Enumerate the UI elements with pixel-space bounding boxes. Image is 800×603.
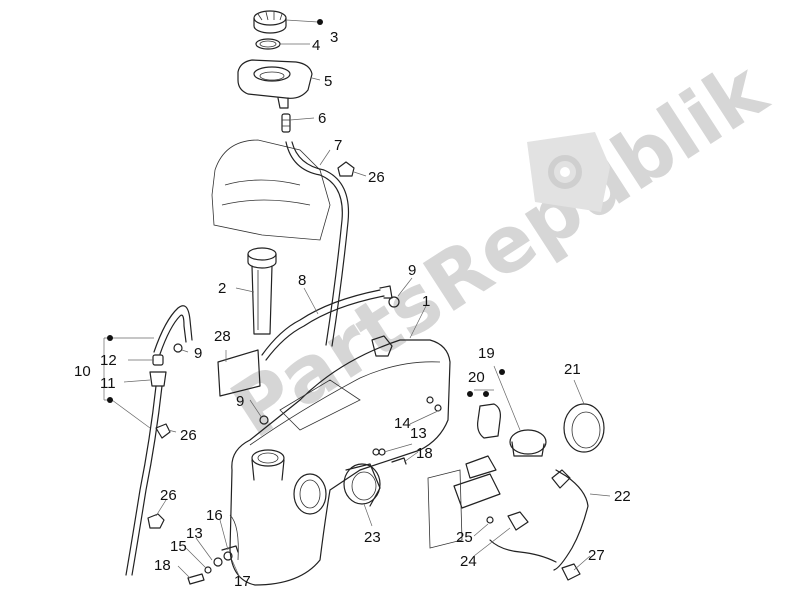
callout-10: 10 <box>74 363 91 380</box>
callout-17: 17 <box>234 573 251 590</box>
callout-19: 19 <box>478 345 495 362</box>
callout-13-upper: 13 <box>410 425 427 442</box>
callout-11: 11 <box>100 375 116 392</box>
lock-ring <box>563 403 605 453</box>
hose-clip <box>337 161 355 177</box>
callout-26-mid: 26 <box>180 427 197 444</box>
callout-26-top: 26 <box>368 169 385 186</box>
callout-27: 27 <box>588 547 605 564</box>
callout-5: 5 <box>324 73 332 90</box>
callout-9-lower: 9 <box>236 393 244 410</box>
drain-hose-assembly <box>125 305 193 576</box>
watermark: PartsRepublik <box>216 44 783 456</box>
warning-label <box>217 349 261 397</box>
callout-9-upper: 9 <box>408 262 416 279</box>
callout-28: 28 <box>214 328 231 345</box>
callout-labels: 3 4 5 6 7 26 2 8 9 1 28 12 9 10 11 9 26 … <box>74 29 631 590</box>
fuel-level-sensor <box>247 247 277 335</box>
callout-9-small: 9 <box>194 345 202 362</box>
callout-14: 14 <box>394 415 411 432</box>
callout-24: 24 <box>460 553 477 570</box>
callout-26-bottom: 26 <box>160 487 177 504</box>
marker-dots <box>107 19 505 403</box>
rubber-ring <box>343 463 381 507</box>
vent-pipe <box>261 285 393 361</box>
connector <box>281 113 291 133</box>
clip-27 <box>561 563 581 581</box>
callout-25: 25 <box>456 529 473 546</box>
breather-hose <box>285 141 350 347</box>
callout-18-lower: 18 <box>154 557 171 574</box>
callout-21: 21 <box>564 361 581 378</box>
callout-3: 3 <box>330 29 338 46</box>
clamp-small-9 <box>173 343 183 353</box>
fuel-pump <box>427 403 547 549</box>
callout-23: 23 <box>364 529 381 546</box>
callout-8: 8 <box>298 272 306 289</box>
callout-12: 12 <box>100 352 117 369</box>
callout-22: 22 <box>614 488 631 505</box>
callout-2: 2 <box>218 280 226 297</box>
body-panel-outline <box>211 139 331 241</box>
fuel-tank <box>229 335 451 586</box>
hose-clip-left <box>155 423 171 439</box>
callout-15: 15 <box>170 538 187 555</box>
callout-16: 16 <box>206 507 223 524</box>
watermark-gear-icon <box>527 132 610 212</box>
callout-13-lower: 13 <box>186 525 203 542</box>
leader-lines <box>111 19 611 579</box>
callout-18-upper: 18 <box>416 445 433 462</box>
callout-20: 20 <box>468 369 485 386</box>
seal-ring <box>255 38 281 50</box>
callout-6: 6 <box>318 110 326 127</box>
callout-7: 7 <box>334 137 342 154</box>
clamp-middle <box>259 415 269 425</box>
hose-clip-bottom <box>147 513 165 529</box>
callout-1: 1 <box>422 293 430 310</box>
filler-cap <box>253 10 287 34</box>
callout-4: 4 <box>312 37 320 54</box>
watermark-text: PartsRepublik <box>216 44 783 456</box>
quick-connector <box>486 511 529 531</box>
clamp-upper <box>388 296 400 308</box>
fuel-line <box>489 469 589 571</box>
filler-neck <box>237 59 313 109</box>
